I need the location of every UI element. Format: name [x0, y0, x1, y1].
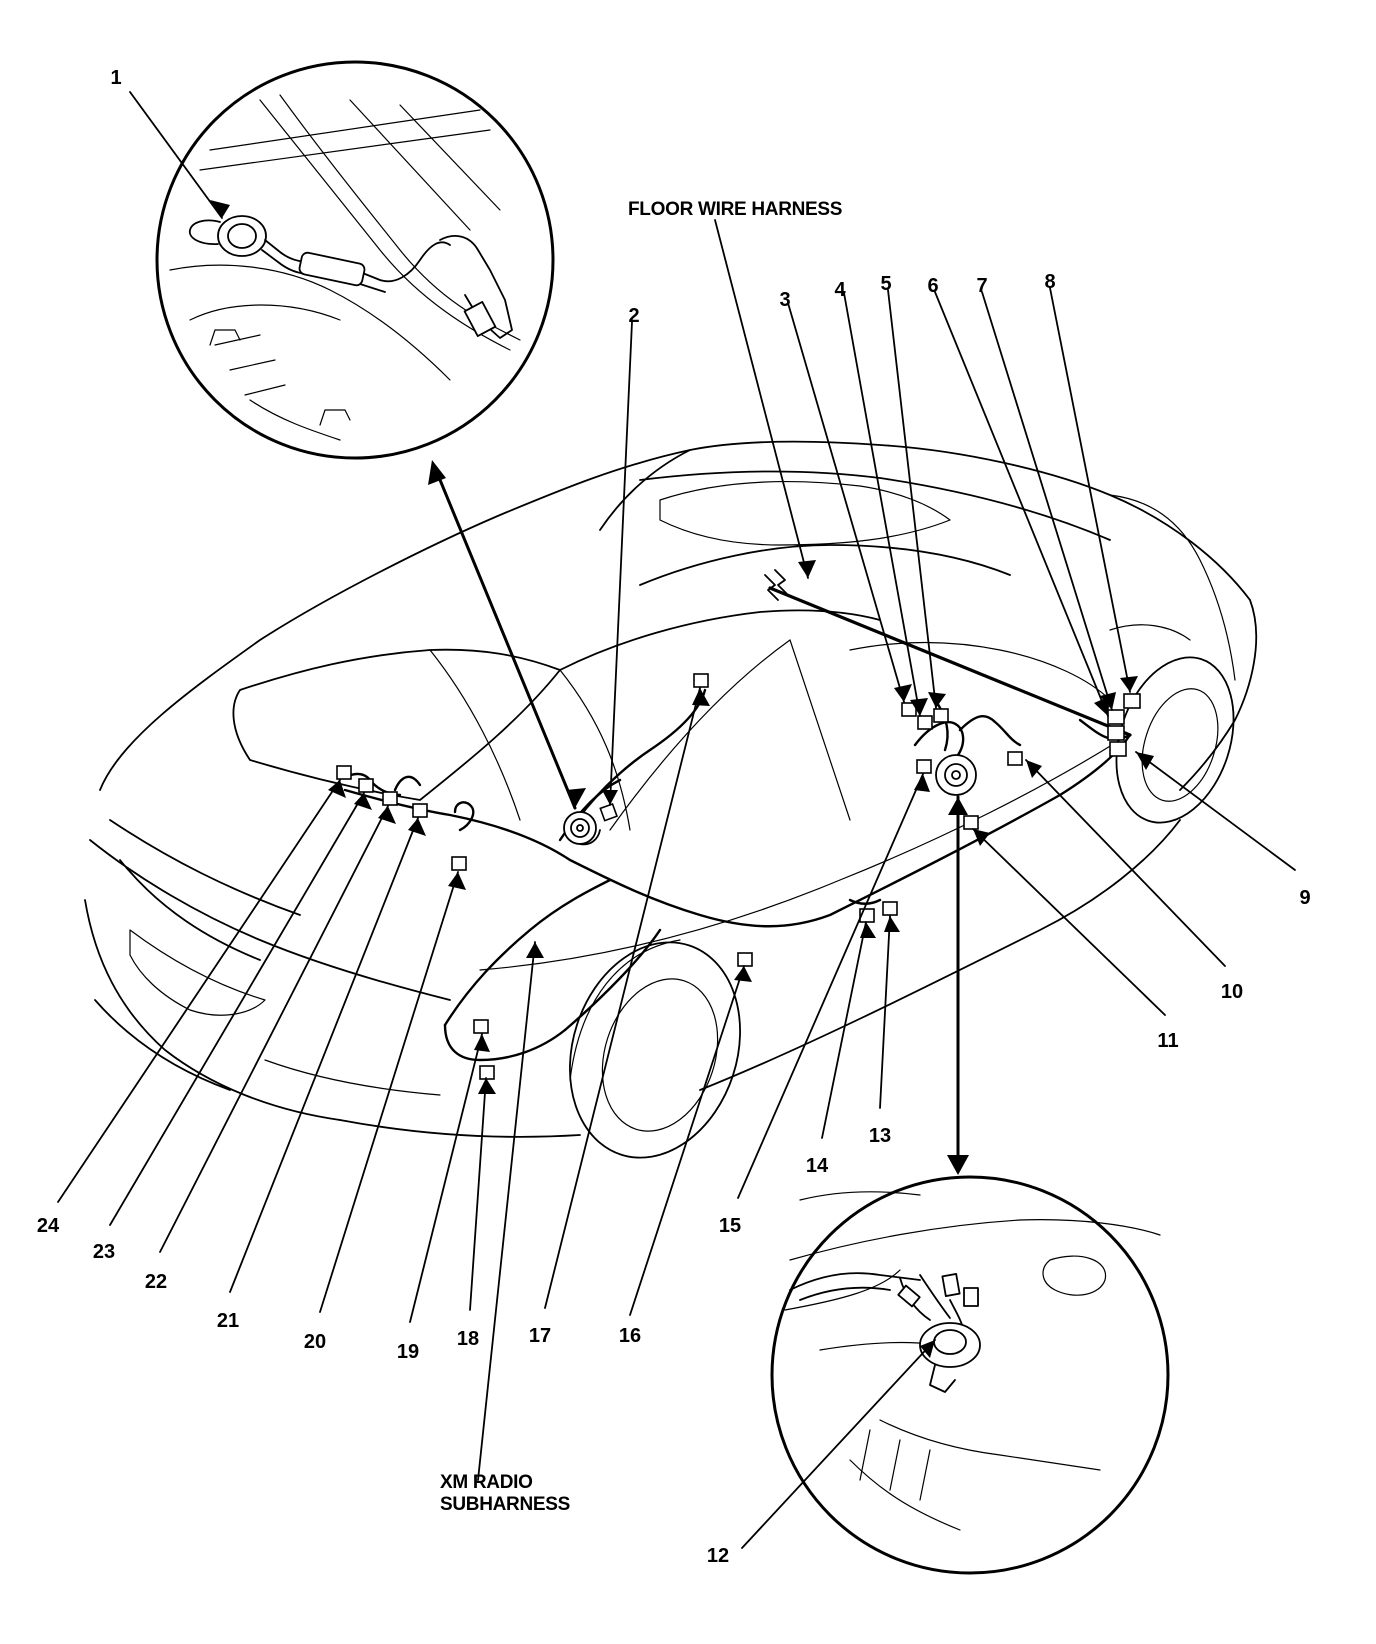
- connector-c18b: [479, 1065, 495, 1080]
- callout-23: 23: [93, 1241, 115, 1263]
- callout-20: 20: [304, 1331, 326, 1353]
- xm-radio-caption-line1: XM RADIO: [440, 1472, 533, 1493]
- callout-12: 12: [707, 1545, 729, 1567]
- callout-15: 15: [719, 1215, 741, 1237]
- callout-18: 18: [457, 1328, 479, 1350]
- callout-17: 17: [529, 1325, 551, 1347]
- antenna-mount: [563, 811, 601, 846]
- callout-numbers: 1 2 3 4 5 6 7 8 9 10 11 12 13 14 15 16 1…: [37, 67, 1311, 1567]
- connector-c17: [693, 673, 709, 688]
- connector-c2: [599, 802, 618, 822]
- connector-c8: [1123, 693, 1141, 709]
- connector-c18a: [473, 1019, 489, 1034]
- callout-2: 2: [628, 305, 639, 327]
- callout-4: 4: [834, 279, 846, 301]
- harness-break-symbol: [764, 569, 789, 601]
- callout-11: 11: [1157, 1030, 1178, 1052]
- connector-c5: [933, 708, 949, 723]
- connector-c4: [917, 715, 933, 730]
- callout-24: 24: [37, 1215, 60, 1237]
- rear-wheel: [569, 939, 741, 1159]
- connector-c15: [737, 952, 753, 967]
- connectors: [336, 673, 1141, 1080]
- callout-21: 21: [217, 1310, 239, 1332]
- callout-16: 16: [619, 1325, 641, 1347]
- connector-c10: [1007, 751, 1023, 766]
- callout-9: 9: [1299, 887, 1310, 909]
- connector-c15b: [916, 759, 932, 774]
- floor-wire-harness-caption: FLOOR WIRE HARNESS: [628, 199, 842, 220]
- ground-detail-inset: [770, 1175, 1170, 1575]
- callout-8: 8: [1044, 271, 1055, 293]
- connector-c19: [451, 856, 467, 871]
- callout-3: 3: [779, 289, 790, 311]
- callout-13: 13: [869, 1125, 891, 1147]
- callout-1: 1: [110, 67, 121, 89]
- connector-c9: [1109, 741, 1127, 757]
- connector-c23: [358, 778, 374, 793]
- connector-c21: [412, 803, 428, 818]
- callout-10: 10: [1221, 981, 1243, 1003]
- xm-radio-caption-line2: SUBHARNESS: [440, 1494, 570, 1515]
- floor-wire-harness: [343, 586, 1132, 1062]
- connector-c11: [963, 815, 979, 830]
- leader-lines: [57, 91, 1296, 1549]
- connector-c22: [382, 791, 398, 806]
- callout-6: 6: [927, 275, 938, 297]
- car-body: [84, 440, 1258, 1138]
- callout-22: 22: [145, 1271, 167, 1293]
- connector-c6: [1107, 725, 1125, 741]
- connector-c7: [1107, 709, 1125, 725]
- callout-19: 19: [397, 1341, 419, 1363]
- connector-c13: [882, 901, 898, 916]
- antenna-detail-inset: [155, 60, 555, 460]
- ground-bolt-mount: [935, 754, 977, 796]
- callout-7: 7: [976, 275, 987, 297]
- connector-c24: [336, 765, 352, 780]
- callout-14: 14: [806, 1155, 829, 1177]
- arrowheads: [210, 200, 1154, 1358]
- callout-5: 5: [880, 273, 891, 295]
